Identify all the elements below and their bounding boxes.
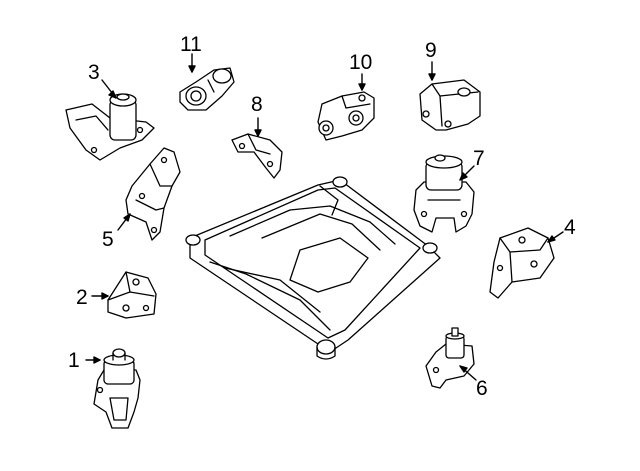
part-1-engine-mount [93,348,141,429]
part-10-torque-rod [317,91,375,141]
part-8-bracket [231,133,283,179]
part-3-mount-with-bracket [65,93,155,161]
callout-6: 6 [476,377,488,400]
callout-9: 9 [425,39,437,62]
part-6-mount [425,327,475,389]
part-4-mount-bracket [489,227,555,299]
callout-8: 8 [251,93,263,116]
part-7-engine-mount [413,154,475,233]
subframe-crossmember [185,176,441,360]
leader-arrows [85,53,564,381]
callout-4: 4 [564,216,576,239]
callout-10: 10 [349,51,373,74]
callout-1: 1 [68,349,80,372]
part-5-bracket [125,147,181,241]
callout-11: 11 [180,33,202,56]
part-2-mount-bracket [107,271,157,319]
part-9-mount [419,79,481,131]
callout-2: 2 [76,286,88,309]
callout-3: 3 [88,61,100,84]
callout-7: 7 [473,147,485,170]
part-11-torque-rod [179,67,235,111]
callout-5: 5 [102,228,114,251]
